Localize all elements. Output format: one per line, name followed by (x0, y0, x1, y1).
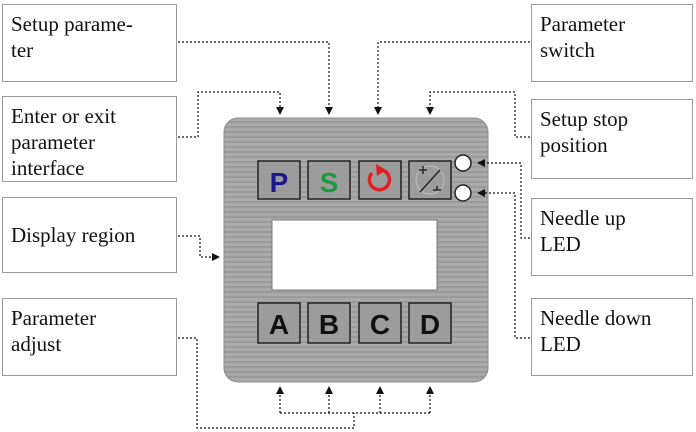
leader-enter-exit-parameter (178, 91, 284, 138)
c-key-label: C (370, 309, 390, 340)
s-key-label: S (320, 167, 339, 198)
needle-position-icon (415, 165, 445, 195)
d-key-label: D (420, 309, 440, 340)
leader-display-region (178, 235, 220, 261)
callout-setup-parameter: Setup parame- ter (2, 4, 177, 82)
s-key[interactable]: S (307, 160, 351, 200)
d-key[interactable]: D (408, 302, 452, 344)
b-key-label: B (319, 309, 339, 340)
callout-display-region: Display region (2, 197, 177, 273)
stop-position-key[interactable] (408, 160, 452, 200)
leader-parameter-adjust (178, 337, 355, 429)
leader-needle-down-led (477, 189, 530, 339)
callout-needle-down-led: Needle down LED (531, 298, 693, 376)
leader-needle-up-led (477, 159, 530, 239)
leader-setup-stop-position (426, 91, 530, 138)
callout-parameter-adjust: Parameter adjust (2, 298, 177, 376)
needle-down-led (454, 184, 472, 202)
callout-enter-exit-parameter: Enter or exit parameter interface (2, 96, 177, 182)
a-key-label: A (269, 309, 289, 340)
callout-setup-stop-position: Setup stop position (531, 99, 693, 179)
callout-needle-up-led: Needle up LED (531, 198, 693, 276)
needle-up-led (454, 154, 472, 172)
circular-arrow-icon (367, 164, 392, 192)
display-region (271, 219, 438, 291)
b-key[interactable]: B (307, 302, 351, 344)
p-key-label: P (270, 167, 289, 198)
p-key[interactable]: P (257, 160, 301, 200)
reset-key[interactable] (358, 160, 402, 200)
leader-setup-parameter (178, 41, 333, 115)
callout-parameter-switch: Parameter switch (531, 4, 693, 82)
leader-parameter-switch (374, 41, 530, 115)
c-key[interactable]: C (358, 302, 402, 344)
a-key[interactable]: A (257, 302, 301, 344)
